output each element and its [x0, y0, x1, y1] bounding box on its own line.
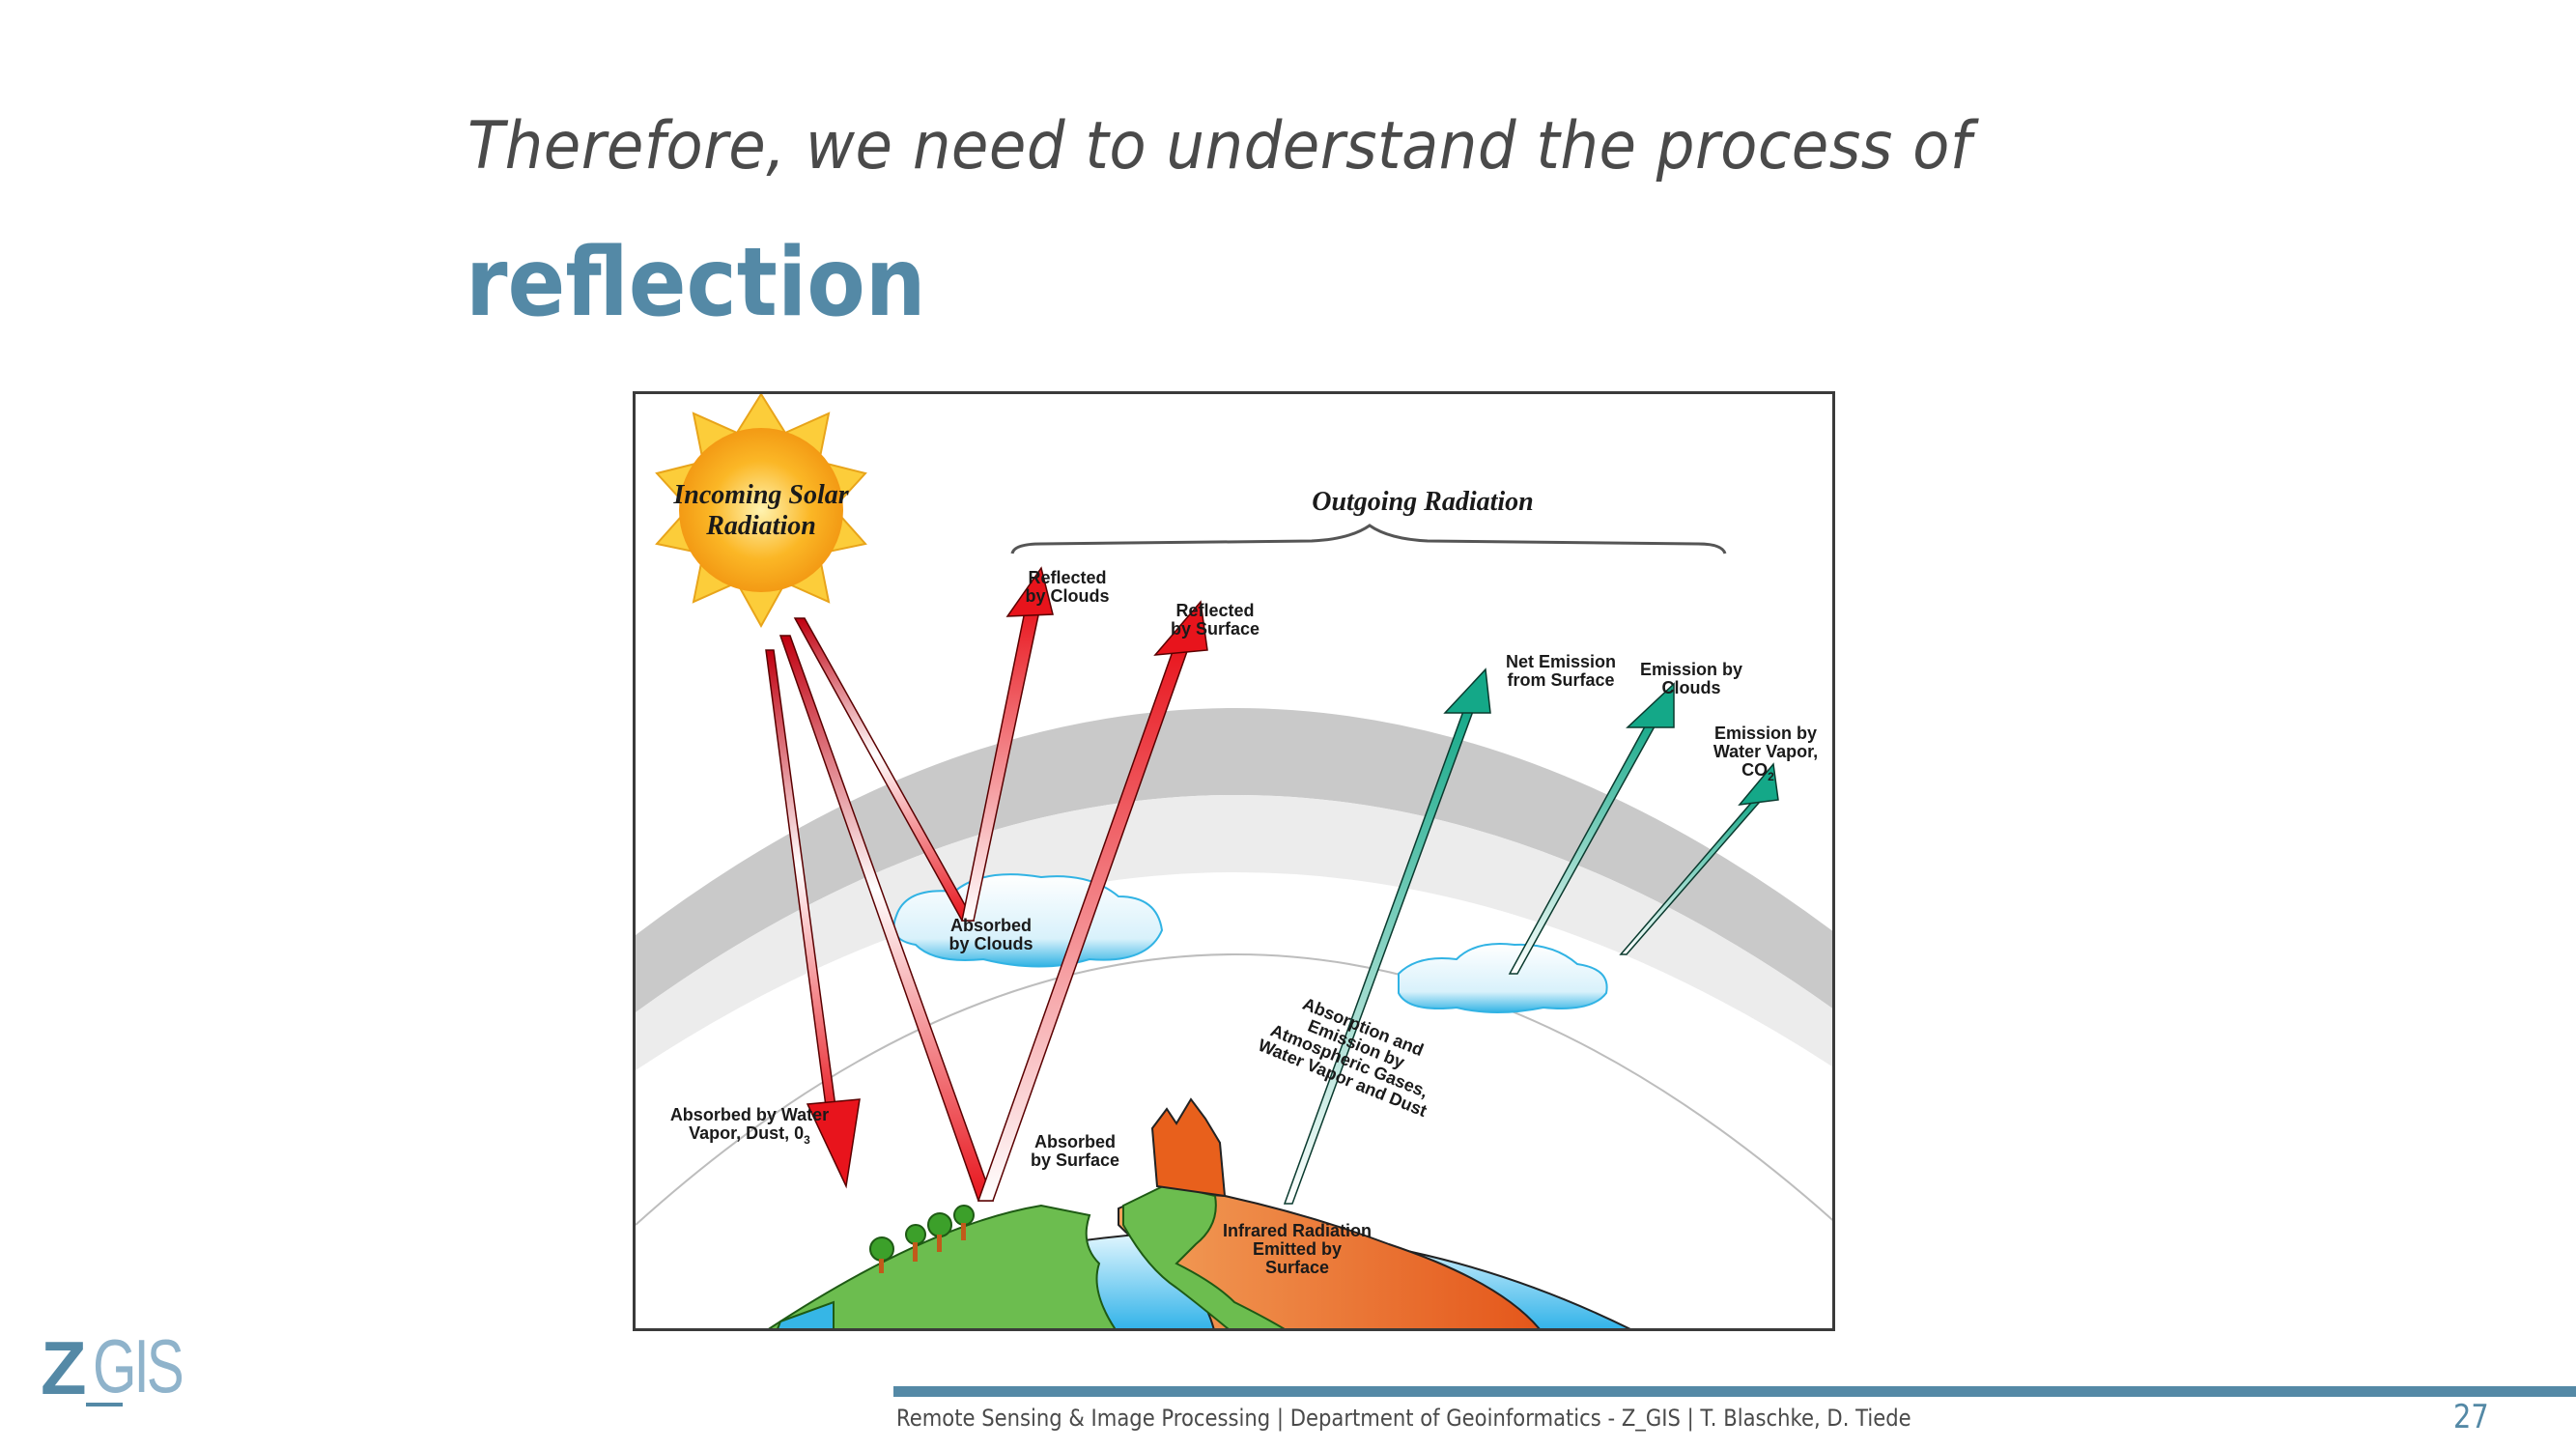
outgoing-bracket: Outgoing Radiation	[1010, 487, 1727, 554]
slide-subtitle: Therefore, we need to understand the pro…	[467, 108, 1972, 185]
label-absorbed-water-2: Vapor, Dust, 0	[689, 1123, 804, 1143]
label-reflected-surface-2: by Surface	[1171, 619, 1260, 639]
label-infrared-3: Surface	[1265, 1258, 1329, 1277]
label-reflected-surface-1: Reflected	[1175, 601, 1254, 620]
footer-bar	[893, 1386, 2576, 1397]
label-absorbed-clouds-2: by Clouds	[948, 934, 1033, 953]
label-emission-water-1: Emission by	[1714, 724, 1817, 743]
reflected-arrows	[961, 566, 1208, 1202]
label-infrared-2: Emitted by	[1253, 1239, 1342, 1259]
label-reflected-clouds-2: by Clouds	[1025, 586, 1109, 606]
earth	[768, 1097, 1631, 1328]
trees	[869, 1205, 975, 1273]
footer-text: Remote Sensing & Image Processing | Depa…	[896, 1405, 1911, 1432]
radiation-diagram: Incoming Solar Radiation Outgoing Radiat…	[633, 391, 1835, 1331]
label-net-emission-2: from Surface	[1507, 670, 1614, 690]
label-absorbed-water-1: Absorbed by Water	[670, 1105, 829, 1124]
sun-label-line1: Incoming Solar	[672, 480, 849, 510]
label-emission-clouds-1: Emission by	[1640, 660, 1742, 679]
incoming-arrows	[765, 617, 995, 1202]
label-emission-water-3: CO	[1741, 760, 1768, 780]
label-net-emission-1: Net Emission	[1506, 652, 1616, 671]
zgis-logo: Z GIS	[39, 1328, 232, 1413]
label-emission-water-sub: 2	[1768, 770, 1774, 783]
sun-label-line2: Radiation	[705, 511, 816, 541]
page-number: 27	[2453, 1398, 2489, 1436]
label-absorbed-water-sub: 3	[804, 1133, 810, 1147]
label-reflected-clouds-1: Reflected	[1028, 568, 1106, 587]
logo-z: Z	[41, 1325, 87, 1410]
logo-underline	[86, 1403, 123, 1406]
slide-title: reflection	[466, 228, 926, 338]
label-emission-water-2: Water Vapor,	[1713, 742, 1818, 761]
label-absorbed-surface-1: Absorbed	[1034, 1132, 1116, 1151]
label-absorbed-surface-2: by Surface	[1031, 1151, 1119, 1170]
label-infrared-1: Infrared Radiation	[1223, 1221, 1372, 1240]
emission-arrows	[1283, 668, 1779, 1205]
outgoing-radiation-label: Outgoing Radiation	[1312, 487, 1534, 517]
logo-gis: GIS	[93, 1323, 184, 1408]
sun-icon: Incoming Solar Radiation	[655, 394, 867, 629]
cloud-right	[1398, 943, 1608, 1013]
label-emission-clouds-2: Clouds	[1662, 678, 1721, 697]
label-absorbed-clouds-1: Absorbed	[950, 916, 1032, 935]
